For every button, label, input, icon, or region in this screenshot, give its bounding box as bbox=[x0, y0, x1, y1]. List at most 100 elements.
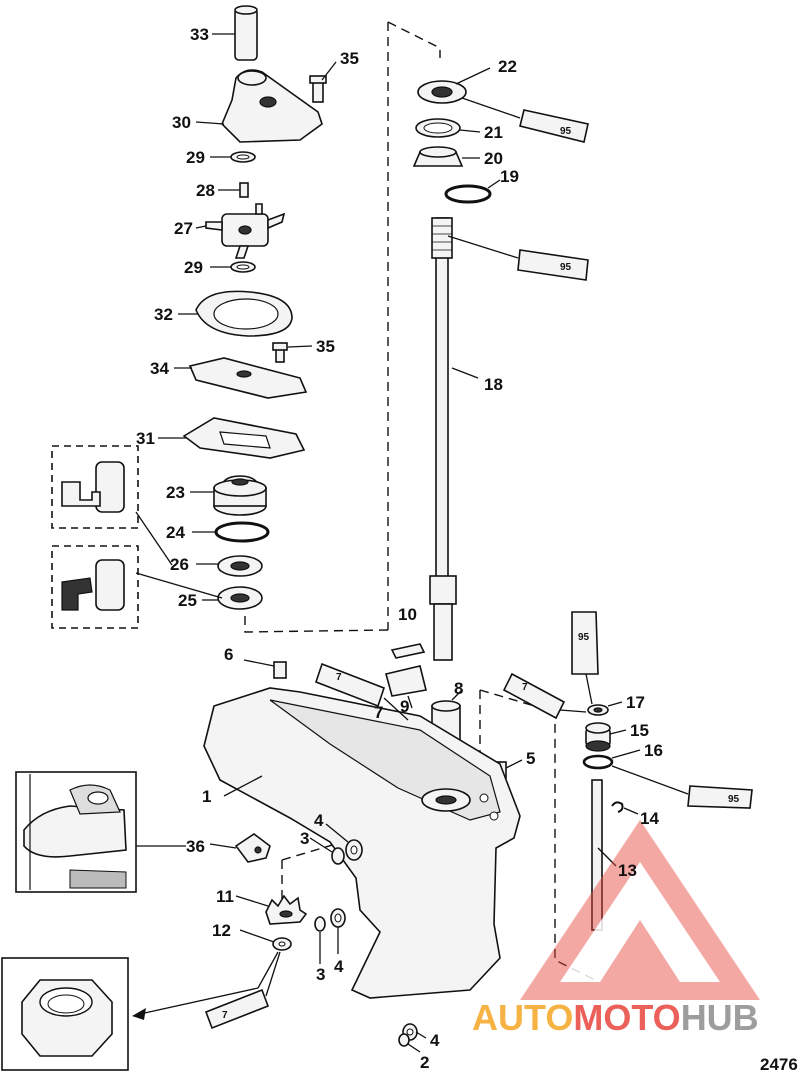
part-17-bushing bbox=[587, 701, 623, 716]
svg-text:AUTOMOTOHUB: AUTOMOTOHUB bbox=[472, 997, 759, 1038]
callout-4-lower: 4 bbox=[334, 957, 344, 976]
callout-35-top: 35 bbox=[340, 49, 359, 68]
callout-4-bottom: 4 bbox=[430, 1031, 440, 1050]
tube-label-95-upper: 95 bbox=[560, 126, 572, 137]
part-29-washer-upper bbox=[210, 151, 256, 163]
part-27-impeller bbox=[195, 203, 286, 259]
callout-27: 27 bbox=[174, 219, 193, 238]
watermark-text-auto: AUTO bbox=[472, 997, 573, 1038]
watermark-triangle-inner bbox=[560, 862, 720, 982]
part-24-o-ring bbox=[192, 521, 270, 543]
part-25-seal bbox=[202, 586, 263, 610]
part-4-washer-lower bbox=[330, 908, 346, 954]
part-19-o-ring bbox=[444, 179, 501, 204]
part-36-anode bbox=[136, 833, 271, 863]
callout-5: 5 bbox=[526, 749, 535, 768]
part-22-retainer bbox=[417, 67, 491, 104]
tube-95-shift bbox=[571, 611, 599, 705]
callout-36: 36 bbox=[186, 837, 205, 856]
callout-3-lower: 3 bbox=[316, 965, 325, 984]
part-30-pump-housing bbox=[195, 69, 323, 143]
part-2-screw-bottom bbox=[398, 1033, 421, 1053]
part-12-pinion-nut bbox=[132, 929, 292, 1020]
part-1-gear-housing bbox=[203, 687, 521, 999]
callout-labels: 33 35 30 29 28 27 29 32 35 34 31 23 24 2… bbox=[136, 25, 798, 1074]
tube-label-95-oring: 95 bbox=[728, 794, 740, 805]
callout-21: 21 bbox=[484, 123, 503, 142]
callout-35-middle: 35 bbox=[316, 337, 335, 356]
callout-8: 8 bbox=[454, 679, 463, 698]
callout-4-upper: 4 bbox=[314, 811, 324, 830]
callout-14: 14 bbox=[640, 809, 659, 828]
part-31-gasket bbox=[158, 417, 306, 459]
callout-33: 33 bbox=[190, 25, 209, 44]
tube-95-upper bbox=[461, 97, 589, 143]
callout-19: 19 bbox=[500, 167, 519, 186]
callout-3-upper: 3 bbox=[300, 829, 309, 848]
part-34-face-plate bbox=[174, 357, 308, 399]
callout-15: 15 bbox=[630, 721, 649, 740]
part-28-key bbox=[218, 182, 249, 198]
callout-17: 17 bbox=[626, 693, 645, 712]
part-3-screw-upper bbox=[309, 837, 345, 865]
callout-29-lower: 29 bbox=[184, 258, 203, 277]
part-21-bearing-cup bbox=[415, 118, 481, 138]
callout-30: 30 bbox=[172, 113, 191, 132]
watermark-text-hub: HUB bbox=[681, 997, 759, 1038]
figure-number: 2476 bbox=[760, 1055, 798, 1074]
part-10-shim bbox=[390, 643, 426, 659]
callout-6: 6 bbox=[224, 645, 233, 664]
callout-24: 24 bbox=[166, 523, 185, 542]
part-15-shift-seal bbox=[585, 722, 627, 752]
callout-18: 18 bbox=[484, 375, 503, 394]
callout-2: 2 bbox=[420, 1053, 429, 1072]
tube-label-95-shift: 95 bbox=[578, 632, 590, 643]
callout-31: 31 bbox=[136, 429, 155, 448]
watermark-text-moto: MOTO bbox=[573, 997, 680, 1038]
callout-25: 25 bbox=[178, 591, 197, 610]
detail-inset-nut bbox=[1, 957, 129, 1071]
callout-22: 22 bbox=[498, 57, 517, 76]
part-23-seal-carrier bbox=[190, 475, 267, 516]
part-33-sleeve bbox=[212, 5, 258, 61]
part-35-bolt-top bbox=[309, 61, 337, 103]
part-14-e-clip bbox=[611, 801, 639, 815]
tube-7-upper-left bbox=[314, 662, 409, 721]
part-26-seal bbox=[196, 555, 263, 577]
tube-7-lower bbox=[204, 951, 281, 1030]
callout-13: 13 bbox=[618, 861, 637, 880]
callout-34: 34 bbox=[150, 359, 169, 378]
part-3-screw-lower bbox=[314, 916, 326, 964]
part-6-dowel-pin bbox=[243, 659, 287, 679]
callout-23: 23 bbox=[166, 483, 185, 502]
callout-10: 10 bbox=[398, 605, 417, 624]
callout-16: 16 bbox=[644, 741, 663, 760]
part-20-tapered-bearing bbox=[412, 146, 480, 167]
tube-95-oring bbox=[611, 765, 753, 809]
callout-20: 20 bbox=[484, 149, 503, 168]
part-32-gasket bbox=[178, 290, 293, 337]
seal-detail-inset-lower bbox=[51, 545, 223, 629]
callout-1: 1 bbox=[202, 787, 211, 806]
part-11-pinion-gear bbox=[235, 894, 308, 925]
tube-label-7-upper-right: 7 bbox=[522, 682, 528, 693]
part-4-washer-upper bbox=[325, 823, 363, 861]
callout-28: 28 bbox=[196, 181, 215, 200]
part-18-driveshaft bbox=[429, 217, 479, 661]
callout-7: 7 bbox=[374, 703, 383, 722]
watermark: AUTOMOTOHUB bbox=[472, 820, 760, 1038]
tube-95-driveshaft bbox=[447, 235, 589, 281]
tube-label-7-upper-left: 7 bbox=[336, 672, 342, 683]
callout-12: 12 bbox=[212, 921, 231, 940]
part-16-o-ring bbox=[582, 749, 641, 770]
seal-detail-inset-upper bbox=[51, 445, 173, 566]
callout-32: 32 bbox=[154, 305, 173, 324]
callout-29-upper: 29 bbox=[186, 148, 205, 167]
tube-7-upper-right bbox=[502, 672, 587, 720]
detail-inset-anode bbox=[15, 771, 137, 893]
tube-label-7-lower: 7 bbox=[222, 1010, 228, 1021]
callout-9: 9 bbox=[400, 697, 409, 716]
callout-26: 26 bbox=[170, 555, 189, 574]
callout-11: 11 bbox=[216, 887, 234, 906]
